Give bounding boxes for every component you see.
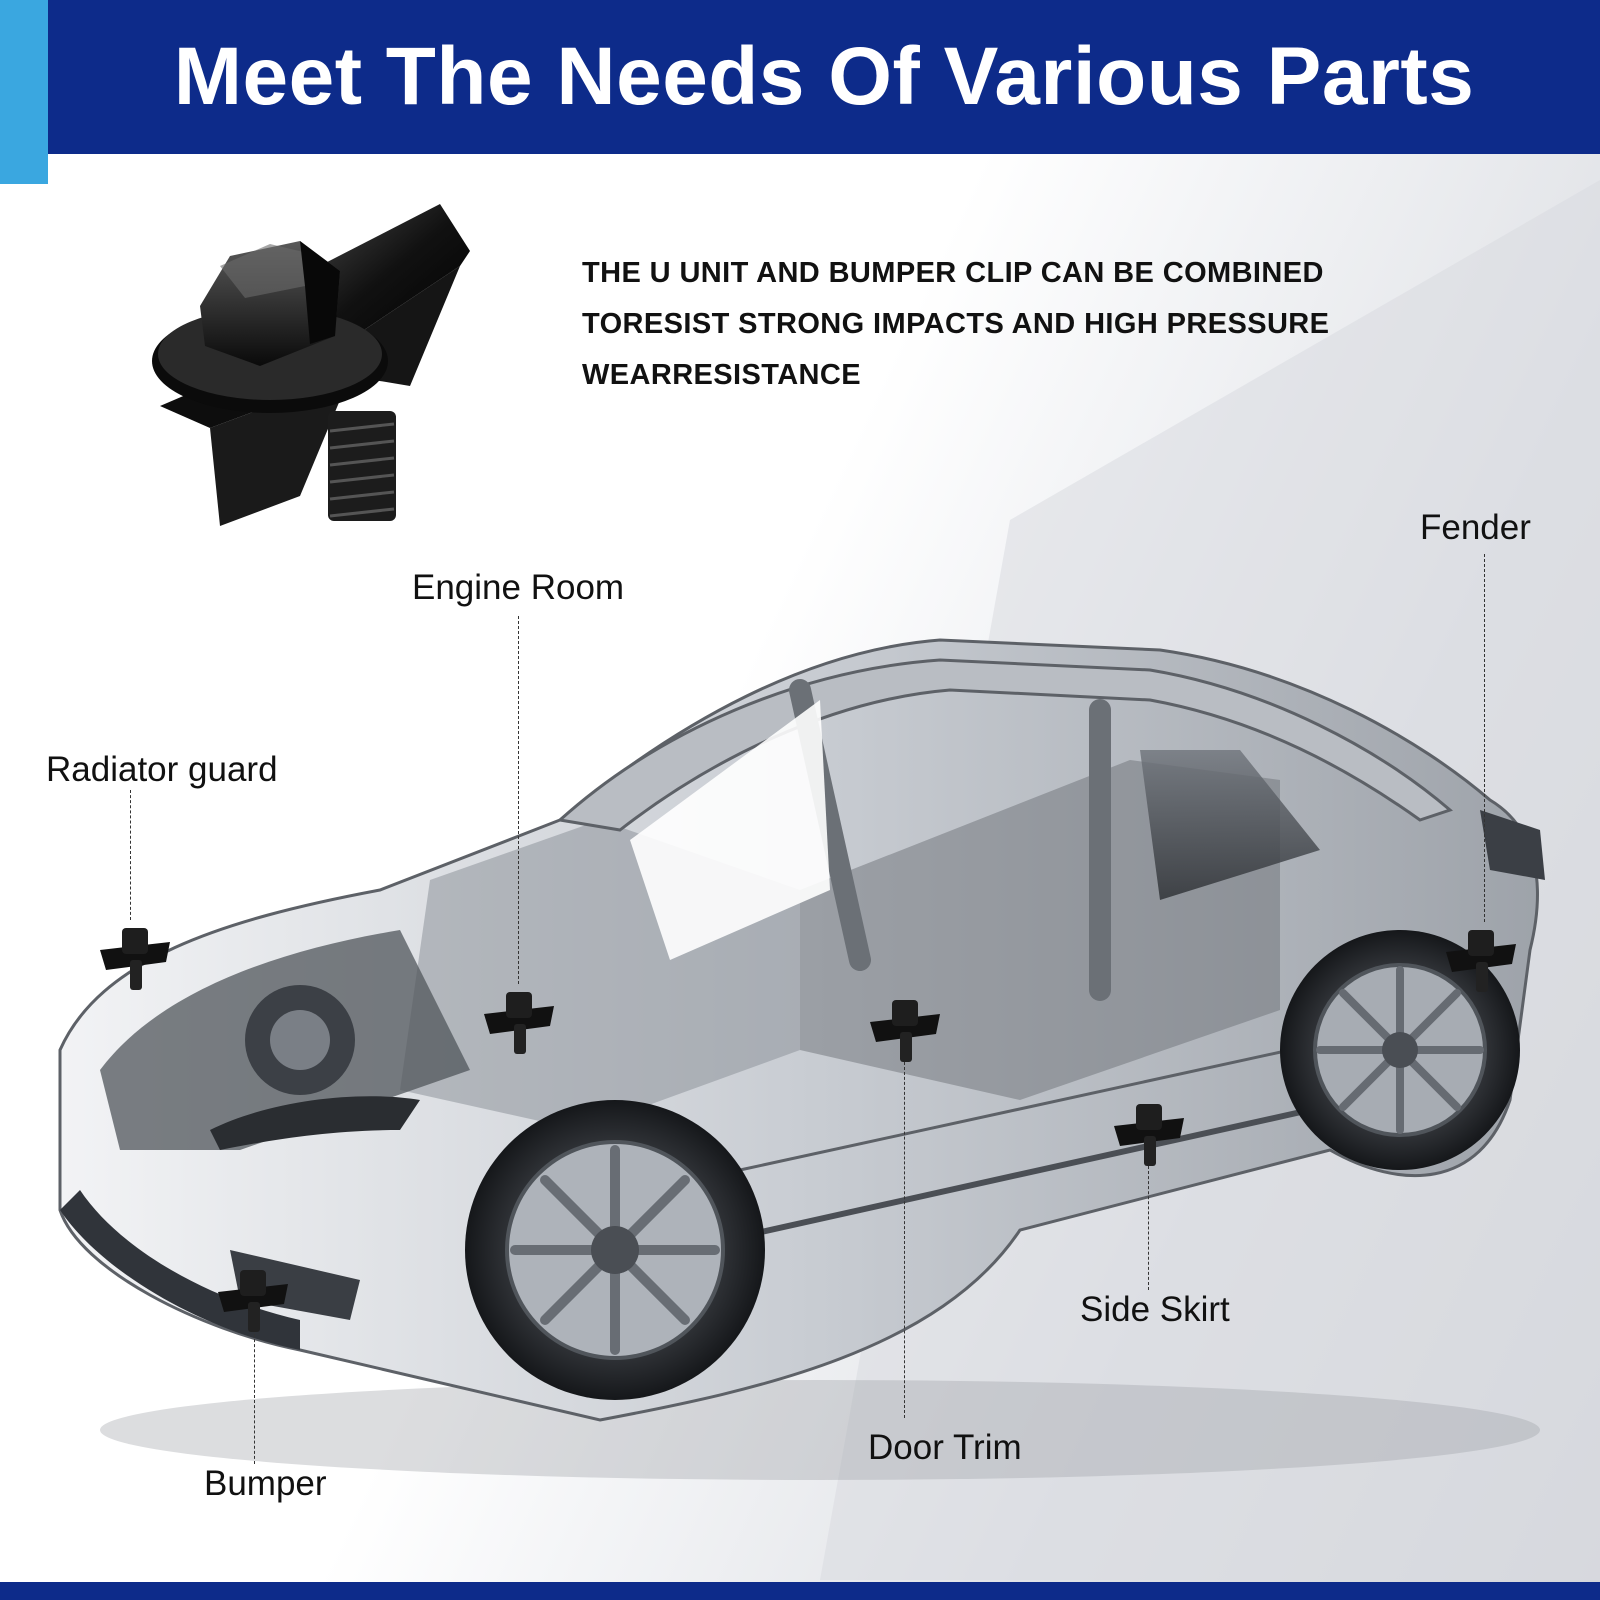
label-bumper: Bumper [204,1464,327,1503]
leader-line-engine-room [518,616,519,984]
description-line-2: TORESIST STRONG IMPACTS AND HIGH PRESSUR… [582,308,1330,340]
clip-marker-icon [1446,930,1516,992]
header-accent-bar [0,0,48,184]
label-side-skirt: Side Skirt [1080,1290,1230,1329]
label-fender: Fender [1420,508,1531,547]
footer-bar [0,1582,1600,1600]
leader-line-radiator-guard [130,790,131,920]
label-engine-room: Engine Room [412,568,625,607]
page-title: Meet The Needs Of Various Parts [173,31,1475,122]
clip-marker-icon [870,1000,940,1062]
clip-marker-icon [218,1270,288,1332]
leader-line-fender [1484,554,1485,922]
description-line-1: THE U UNIT AND BUMPER CLIP CAN BE COMBIN… [582,257,1324,289]
clip-marker-icon [484,992,554,1054]
leader-line-bumper [254,1334,255,1464]
description-line-3: WEARRESISTANCE [582,359,861,391]
leader-line-door-trim [904,1062,905,1418]
clip-marker-icon [1114,1104,1184,1166]
description-block: THE U UNIT AND BUMPER CLIP CAN BE COMBIN… [582,248,1442,401]
header-banner: Meet The Needs Of Various Parts [48,0,1600,154]
label-radiator-guard: Radiator guard [46,750,278,789]
clip-marker-icon [100,928,170,990]
bumper-clip-icon [152,204,470,526]
leader-line-side-skirt [1148,1166,1149,1290]
car-illustration [58,638,1545,1480]
label-door-trim: Door Trim [868,1428,1022,1467]
